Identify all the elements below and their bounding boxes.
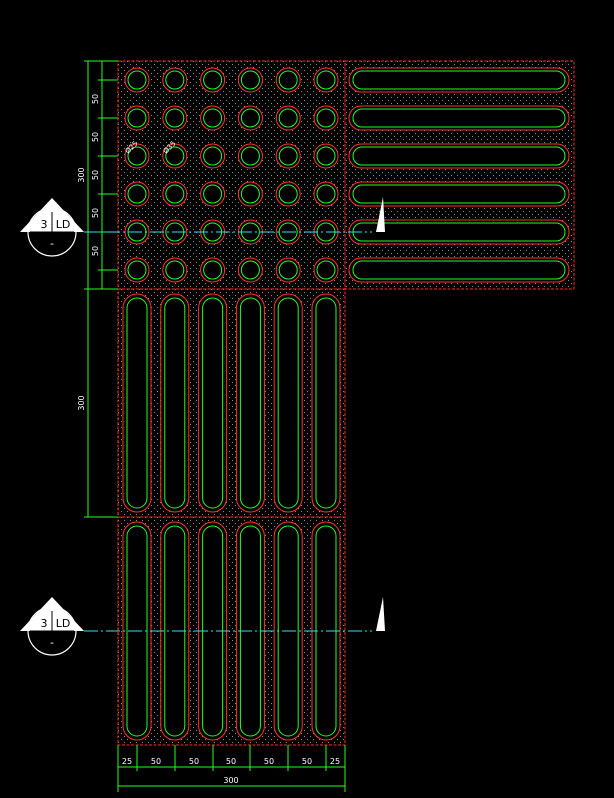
dimension-left-top-total: 300 — [77, 167, 86, 182]
guide-bar — [273, 293, 303, 513]
dimension-bottom-seg-2: 50 — [151, 757, 161, 766]
tile-guide-horizontal — [344, 60, 575, 290]
stud — [200, 181, 226, 207]
section-marker-sheet: LD — [56, 218, 71, 231]
section-marker-upper: 3 LD - — [20, 198, 84, 257]
dimension-left-top-seg-3: 50 — [91, 170, 100, 180]
dimension-left-middle — [84, 289, 118, 518]
stud — [162, 67, 188, 93]
stud — [162, 181, 188, 207]
section-marker-sheet: LD — [56, 617, 71, 630]
stud — [237, 257, 263, 283]
stud — [313, 143, 339, 169]
guide-bar — [348, 105, 570, 131]
dimension-left-top-seg-4: 50 — [91, 208, 100, 218]
guide-bar — [235, 293, 265, 513]
tile-warning-border — [117, 60, 346, 290]
stud — [275, 143, 301, 169]
guide-bar — [311, 293, 341, 513]
tile-guide-horizontal-border — [344, 60, 575, 290]
tile-warning-studs — [117, 60, 346, 290]
dimension-bottom-total: 300 — [223, 776, 238, 785]
stud — [200, 67, 226, 93]
tile-guide-vertical-upper — [117, 288, 346, 518]
tile-guide-vertical-upper-border — [117, 288, 346, 518]
stud — [237, 105, 263, 131]
dimension-bottom-seg-5: 50 — [264, 757, 274, 766]
guide-bar — [122, 293, 152, 513]
stud — [200, 105, 226, 131]
section-marker-number: 3 — [41, 617, 48, 630]
stud — [124, 105, 150, 131]
stud — [162, 257, 188, 283]
stud — [313, 67, 339, 93]
section-direction-arrow-upper — [376, 197, 385, 232]
stud — [124, 143, 150, 169]
section-cut-line-upper — [84, 197, 385, 233]
guide-bar — [198, 293, 228, 513]
stud — [313, 257, 339, 283]
stud — [162, 143, 188, 169]
stud — [275, 67, 301, 93]
guide-bar — [348, 67, 570, 93]
section-marker-number: 3 — [41, 218, 48, 231]
dimension-bottom-seg-1: 25 — [122, 757, 132, 766]
guide-bar — [348, 257, 570, 283]
section-marker-sub: - — [50, 237, 54, 250]
stud — [124, 67, 150, 93]
horizontal-bar-group — [348, 67, 570, 283]
guide-bar — [160, 293, 190, 513]
stud — [124, 181, 150, 207]
dimension-left-middle-total: 300 — [77, 395, 86, 410]
section-cut-line-lower — [84, 597, 385, 632]
stud — [275, 257, 301, 283]
dimension-bottom-seg-7: 25 — [330, 757, 340, 766]
dimension-bottom — [117, 745, 346, 792]
stud — [275, 105, 301, 131]
stud — [237, 181, 263, 207]
stud — [313, 105, 339, 131]
stud — [313, 181, 339, 207]
dimension-left-top-seg-5: 50 — [91, 246, 100, 256]
vertical-bar-group-upper — [122, 293, 341, 513]
dimension-bottom-seg-6: 50 — [302, 757, 312, 766]
dimension-bottom-seg-3: 50 — [189, 757, 199, 766]
section-marker-sub: - — [50, 636, 54, 649]
stud-grid — [124, 67, 339, 283]
dimension-left-top-seg-2: 50 — [91, 132, 100, 142]
stud — [124, 257, 150, 283]
stud — [237, 67, 263, 93]
stud — [200, 257, 226, 283]
dimension-left-top — [84, 60, 118, 290]
dimension-left-top-seg-1: 50 — [91, 94, 100, 104]
guide-bar — [348, 181, 570, 207]
stud — [275, 181, 301, 207]
section-direction-arrow-lower — [376, 597, 385, 631]
stud — [162, 105, 188, 131]
stud — [200, 143, 226, 169]
stud — [237, 143, 263, 169]
section-marker-lower: 3 LD - — [20, 597, 84, 656]
guide-bar — [348, 143, 570, 169]
dimension-bottom-seg-4: 50 — [226, 757, 236, 766]
